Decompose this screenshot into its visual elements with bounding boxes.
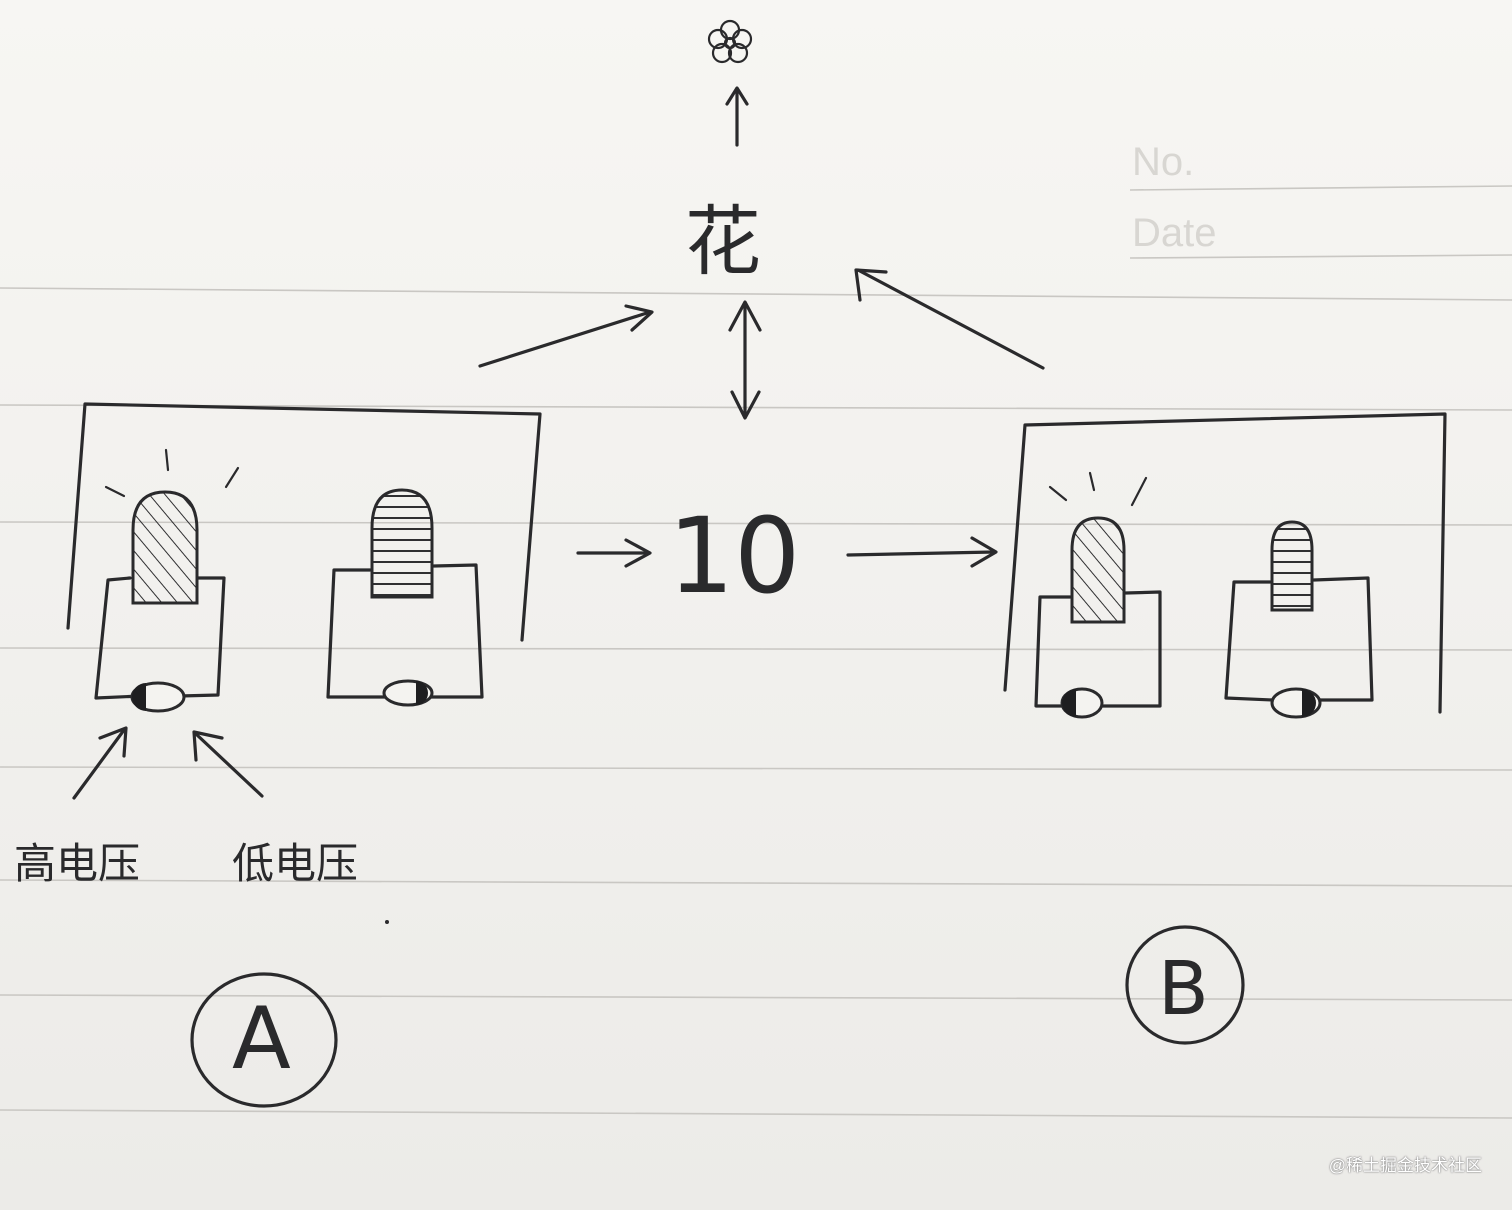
switch-a2 xyxy=(382,679,434,707)
circuit-b1 xyxy=(1034,590,1162,708)
flower-icon xyxy=(707,19,753,64)
paper-date-label: Date xyxy=(1132,211,1217,255)
circle-label-b: B xyxy=(1125,925,1245,1045)
flower-character: 花 xyxy=(685,197,761,286)
double-arrow xyxy=(728,300,762,420)
circuit-a2 xyxy=(326,563,484,699)
box-b-outline xyxy=(1003,412,1447,714)
switch-a1 xyxy=(130,681,186,713)
bulb-a1 xyxy=(104,448,240,605)
bulb-a2 xyxy=(370,488,434,599)
label-high-voltage: 高电压 xyxy=(14,839,140,888)
arrow-b-to-flower xyxy=(854,268,1045,370)
arrow-a-to-value xyxy=(576,538,652,568)
switch-b1 xyxy=(1060,687,1104,719)
group-a xyxy=(66,402,542,713)
arrow-value-to-b xyxy=(846,536,998,568)
center-value: 10 xyxy=(668,495,800,617)
watermark: @稀土掘金技术社区 xyxy=(1328,1156,1482,1175)
notebook-rules xyxy=(0,185,1512,1119)
arrow-low-voltage xyxy=(192,730,264,798)
label-low-voltage: 低电压 xyxy=(232,839,358,888)
bulb-b1 xyxy=(1048,471,1148,624)
circle-label-a: A xyxy=(190,972,338,1108)
circle-a-text: A xyxy=(232,989,291,1089)
circuit-a1 xyxy=(94,576,226,700)
box-a-outline xyxy=(66,402,542,642)
stray-dot xyxy=(385,920,389,924)
group-b xyxy=(1003,412,1447,719)
bulb-b2 xyxy=(1270,520,1314,612)
switch-b2 xyxy=(1270,687,1322,719)
circle-b-text: B xyxy=(1158,946,1209,1032)
arrow-a-to-flower xyxy=(478,304,654,368)
paper-no-label: No. xyxy=(1132,140,1194,184)
arrow-to-flower xyxy=(725,86,749,147)
circuit-b2 xyxy=(1224,576,1374,702)
arrow-high-voltage xyxy=(72,726,128,800)
